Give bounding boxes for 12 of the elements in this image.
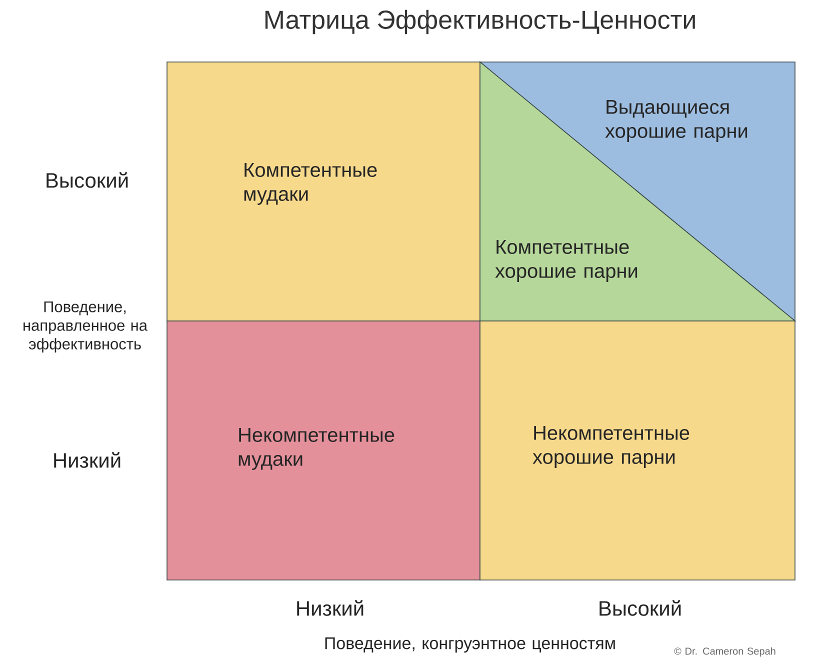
- quadrant-box: Некомпетентные мудаки: [166, 320, 480, 580]
- axis-label: Высокий: [600, 600, 681, 616]
- axis-title: Поведение, направленное на эффективность: [24, 301, 148, 353]
- credit-note: © Dr. Cameron Sepah: [674, 647, 776, 657]
- axis-title: Поведение, конгруэнтное ценностям: [325, 637, 615, 653]
- axis-label: Высокий: [46, 172, 128, 188]
- quadrant-box: Компетентные мудаки: [166, 62, 480, 322]
- quadrant-box: Некомпетентные хорошие парни: [480, 320, 796, 580]
- triangle-region: Компетентные хорошие парни: [495, 240, 638, 282]
- axis-label: Низкий: [297, 600, 364, 616]
- title: Матрица Эффективность-Ценности: [265, 10, 695, 34]
- axis-label: Низкий: [54, 452, 120, 468]
